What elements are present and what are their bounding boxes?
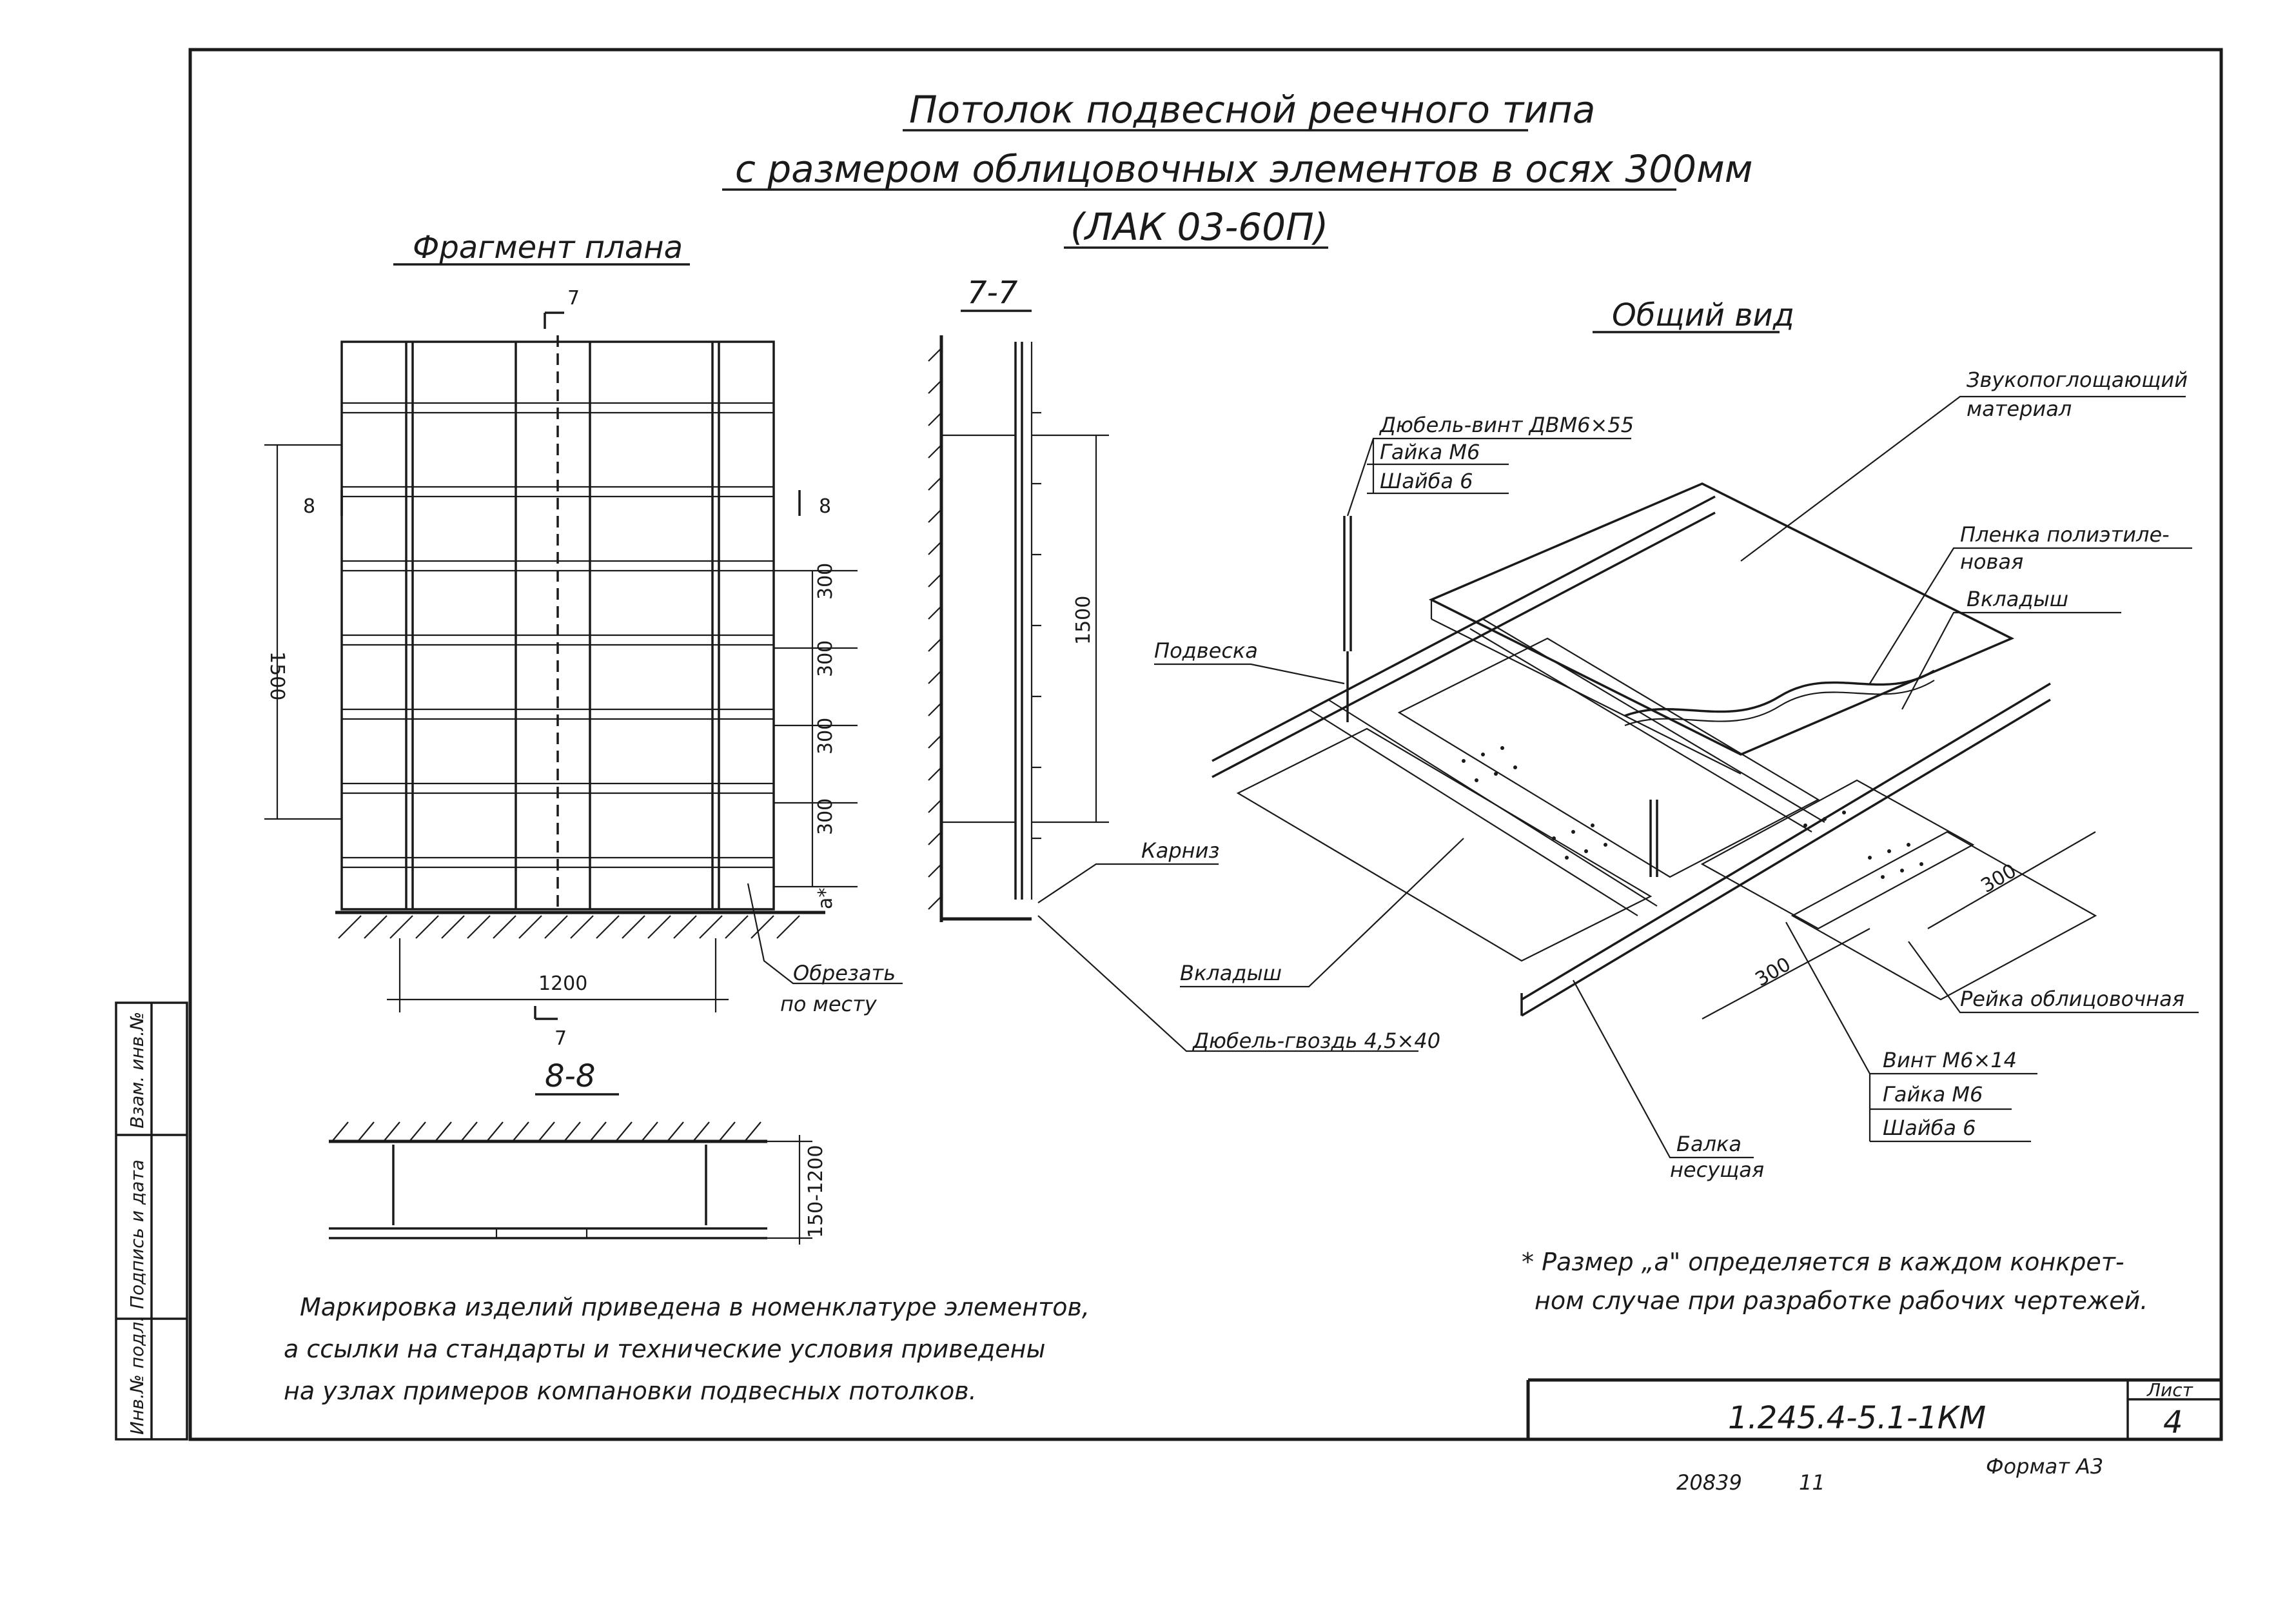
side-stamp: Взам. инв.№ Подпись и дата Инв.№ подл.: [126, 1012, 148, 1435]
side-stamp-inv-orig: Инв.№ подл.: [126, 1316, 148, 1435]
view-washer-bottom: Шайба 6: [1883, 1116, 1976, 1140]
view-film-1: Пленка полиэтиле-: [1960, 522, 2170, 547]
section-7-rail-ticks: [1032, 411, 1041, 840]
view-washer-top: Шайба 6: [1380, 469, 1473, 493]
section-7-dim-1500: 1500: [1072, 596, 1095, 645]
title-block-sheet-label: Лист: [2146, 1379, 2193, 1401]
plan-section-8-left: 8: [303, 495, 315, 518]
section-8-heading: 8-8: [545, 1058, 595, 1094]
plan-dim-1200: 1200: [538, 972, 587, 995]
plan-fragment: Фрагмент плана: [264, 230, 903, 1050]
view-main-beams: [1212, 495, 2051, 1017]
plan-dim-a: a*: [814, 888, 837, 909]
title-line-2: с размером облицовочных элементов в осях…: [735, 147, 1753, 191]
section-8-8: 8-8 150-1200: [329, 1058, 827, 1245]
section-8-hatch: [331, 1121, 761, 1142]
plan-beams: [405, 342, 720, 909]
title-line-3: (ЛАК 03-60П): [1070, 205, 1328, 249]
plan-dim-300-3: 300: [814, 718, 837, 754]
view-cross-beams: [1308, 618, 1825, 916]
plan-wall-hatch: [338, 915, 800, 939]
view-facing-rails: [1236, 637, 2097, 1001]
title-block-format: Формат А3: [1986, 1454, 2103, 1479]
title-block: 1.245.4-5.1-1КМ Лист 4 Формат А3 20839 1…: [1526, 1378, 2221, 1495]
view-facing-rail: Рейка облицовочная: [1960, 987, 2184, 1011]
note-left-3: на узлах примеров компановки подвесных п…: [284, 1377, 977, 1405]
plan-heading: Фрагмент плана: [413, 230, 683, 266]
view-sound-absorbing-block: [1428, 482, 2015, 756]
section-8-dim-height: 150-1200: [805, 1145, 827, 1238]
section-7-wall-hatch: [928, 348, 942, 910]
title-block-code: 1.245.4-5.1-1КМ: [1728, 1400, 1986, 1436]
view-sound-absorbing-1: Звукопоглощающий: [1967, 368, 2188, 392]
view-screw: Винт М6×14: [1883, 1048, 2017, 1072]
view-nut-top: Гайка М6: [1380, 440, 1480, 464]
plan-dim-300-2: 300: [814, 640, 837, 677]
view-perforation: [1462, 746, 1923, 879]
view-hanger: Подвеска: [1154, 638, 1258, 663]
title-block-archive-suffix: 11: [1799, 1470, 1825, 1495]
plan-section-7-top: 7: [567, 287, 580, 310]
side-stamp-replace-inv: Взам. инв.№: [126, 1012, 148, 1128]
view-dim-300-a: 300: [1977, 860, 2021, 898]
plan-section-8-right: 8: [819, 495, 831, 518]
title-block-archive-no: 20839: [1676, 1470, 1742, 1495]
plan-dim-300-4: 300: [814, 798, 837, 835]
title-line-1: Потолок подвесной реечного типа: [909, 88, 1595, 132]
plan-rails: [342, 402, 774, 869]
note-right-2: ном случае при разработке рабочих чертеж…: [1535, 1286, 2148, 1315]
section-7-heading: 7-7: [967, 275, 1018, 311]
view-dim-300-b: 300: [1752, 953, 1795, 991]
title-block-sheet-number: 4: [2163, 1404, 2183, 1441]
view-insert-top: Вкладыш: [1967, 587, 2068, 611]
section-7-dowel-nail: Дюбель-гвоздь 4,5×40: [1192, 1029, 1440, 1053]
view-sound-absorbing-2: материал: [1967, 397, 2072, 421]
section-7-cornice: Карниз: [1141, 838, 1219, 863]
plan-dim-1500: 1500: [266, 651, 288, 700]
note-left-2: а ссылки на стандарты и технические усло…: [284, 1335, 1045, 1363]
view-hangers: [1343, 516, 1658, 877]
view-film-wave: [1624, 669, 1935, 717]
view-beam-1: Балка: [1676, 1132, 1742, 1156]
view-nut-bottom: Гайка М6: [1883, 1082, 1983, 1107]
view-insert-bottom: Вкладыш: [1180, 961, 1282, 985]
view-dowel-screw: Дюбель-винт ДВМ6×55: [1379, 413, 1634, 437]
side-stamp-sign-date: Подпись и дата: [126, 1159, 148, 1309]
sheet-frame: [115, 48, 2223, 1441]
main-title: Потолок подвесной реечного типа с размер…: [722, 88, 1753, 249]
note-right-1: * Размер „а" определяется в каждом конкр…: [1522, 1248, 2124, 1276]
notes: Маркировка изделий приведена в номенклат…: [284, 1248, 2148, 1405]
plan-cut-note-1: Обрезать: [793, 961, 896, 985]
section-7-7: 7-7 1500: [928, 275, 1440, 1053]
note-left-1: Маркировка изделий приведена в номенклат…: [300, 1293, 1090, 1321]
view-beam-2: несущая: [1670, 1158, 1764, 1182]
general-view: Общий вид: [1154, 297, 2199, 1182]
view-film-2: новая: [1960, 549, 2023, 574]
plan-section-7-bottom: 7: [554, 1027, 567, 1050]
plan-dim-300-1: 300: [814, 563, 837, 600]
view-heading: Общий вид: [1612, 297, 1794, 333]
plan-cut-note-2: по месту: [780, 992, 878, 1016]
